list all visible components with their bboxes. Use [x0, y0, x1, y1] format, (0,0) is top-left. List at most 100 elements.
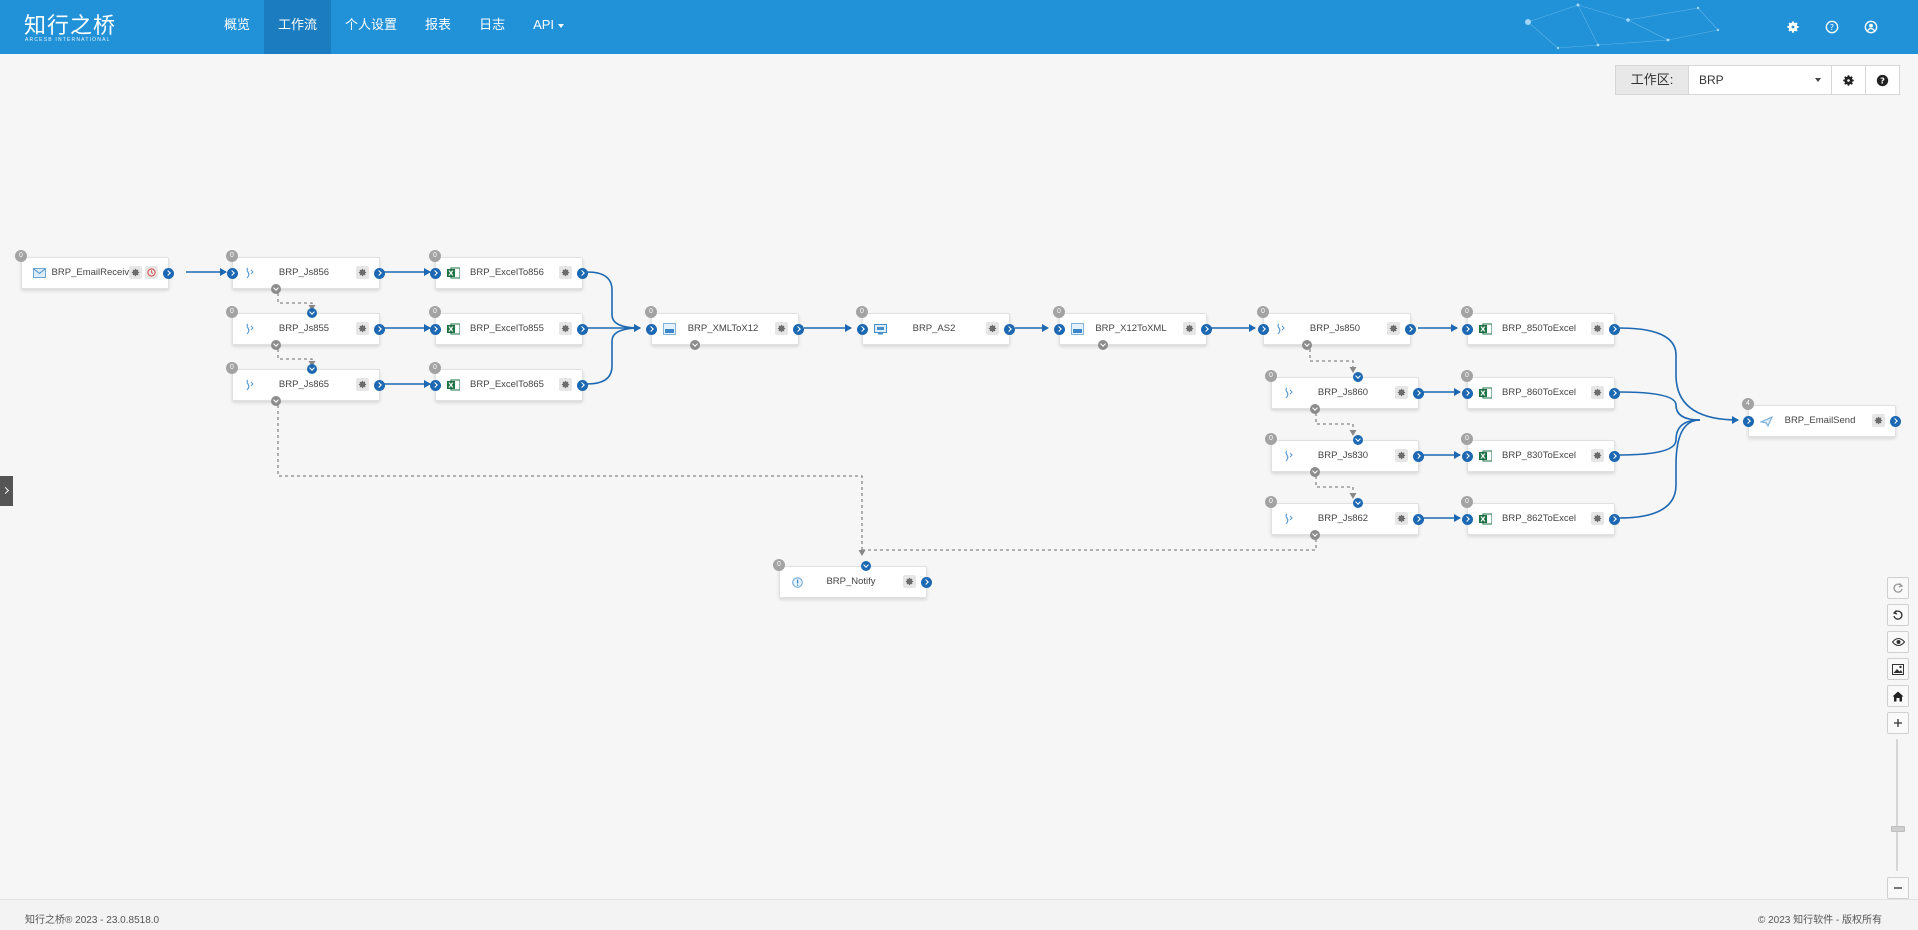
input-port[interactable]: [1462, 388, 1473, 399]
input-port[interactable]: [430, 324, 441, 335]
error-port[interactable]: [690, 340, 700, 350]
output-port[interactable]: [1609, 514, 1620, 525]
input-port[interactable]: [646, 324, 657, 335]
input-port[interactable]: [1054, 324, 1065, 335]
input-port[interactable]: [1462, 451, 1473, 462]
node-settings-button[interactable]: [1395, 512, 1408, 525]
error-input-port[interactable]: [1353, 498, 1363, 508]
schedule-clock-icon[interactable]: [145, 266, 158, 279]
error-port[interactable]: [271, 284, 281, 294]
node-settings-button[interactable]: [559, 322, 572, 335]
output-port[interactable]: [1609, 451, 1620, 462]
zoom-in-icon[interactable]: [1887, 712, 1909, 734]
input-port[interactable]: [430, 268, 441, 279]
node-settings-button[interactable]: [1395, 386, 1408, 399]
workflow-node[interactable]: 0 X BRP_850ToExcel: [1461, 306, 1620, 345]
error-port[interactable]: [1310, 467, 1320, 477]
error-port[interactable]: [1098, 340, 1108, 350]
node-settings-button[interactable]: [1591, 512, 1604, 525]
eye-icon[interactable]: [1887, 631, 1909, 653]
workflow-node[interactable]: 0 BRP_Notify: [773, 559, 932, 598]
input-port[interactable]: [430, 380, 441, 391]
node-settings-button[interactable]: [1591, 449, 1604, 462]
output-port[interactable]: [1413, 514, 1424, 525]
node-settings-button[interactable]: [1183, 322, 1196, 335]
output-port[interactable]: [1201, 324, 1212, 335]
workspace-help-button[interactable]: ?: [1866, 66, 1899, 94]
node-settings-button[interactable]: [1387, 322, 1400, 335]
output-port[interactable]: [577, 324, 588, 335]
nav-item-api[interactable]: API: [519, 0, 578, 54]
workflow-node[interactable]: 0 BRP_X12ToXML: [1053, 306, 1212, 350]
node-settings-button[interactable]: [559, 378, 572, 391]
nav-item-reports[interactable]: 报表: [425, 17, 452, 32]
workflow-node[interactable]: 0 X BRP_860ToExcel: [1461, 370, 1620, 409]
nav-item-overview[interactable]: 概览: [224, 17, 251, 32]
output-port[interactable]: [921, 577, 932, 588]
workflow-node[interactable]: 4 BRP_EmailSend: [1742, 398, 1901, 437]
error-port[interactable]: [1310, 530, 1320, 540]
workspace-settings-button[interactable]: [1832, 66, 1866, 94]
logo[interactable]: 知行之桥 ARCESB INTERNATIONAL: [24, 8, 116, 44]
error-port[interactable]: [271, 340, 281, 350]
node-settings-button[interactable]: [559, 266, 572, 279]
output-port[interactable]: [577, 380, 588, 391]
input-port[interactable]: [227, 268, 238, 279]
input-port[interactable]: [1462, 324, 1473, 335]
sidebar-toggle-button[interactable]: [0, 476, 13, 506]
workflow-node[interactable]: 0 BRP_Js850: [1257, 306, 1416, 350]
output-port[interactable]: [1004, 324, 1015, 335]
node-settings-button[interactable]: [775, 322, 788, 335]
output-port[interactable]: [374, 380, 385, 391]
nav-item-workflow[interactable]: 工作流: [264, 0, 332, 54]
nav-item-profile[interactable]: 个人设置: [345, 17, 398, 32]
error-input-port[interactable]: [307, 308, 317, 318]
input-port[interactable]: [1258, 324, 1269, 335]
node-settings-button[interactable]: [356, 378, 369, 391]
nav-item-logs[interactable]: 日志: [479, 17, 506, 32]
output-port[interactable]: [374, 268, 385, 279]
node-settings-button[interactable]: [1591, 322, 1604, 335]
error-input-port[interactable]: [1353, 435, 1363, 445]
input-port[interactable]: [857, 324, 868, 335]
workflow-node[interactable]: 0 X BRP_ExcelTo865: [429, 362, 588, 401]
node-settings-button[interactable]: [356, 266, 369, 279]
node-settings-button[interactable]: [1395, 449, 1408, 462]
workflow-node[interactable]: 0 BRP_EmailReceive: [15, 250, 174, 289]
output-port[interactable]: [1405, 324, 1416, 335]
zoom-slider[interactable]: [1887, 739, 1907, 871]
error-input-port[interactable]: [1353, 372, 1363, 382]
workflow-node[interactable]: 0 BRP_XMLToX12: [645, 306, 804, 350]
workflow-node[interactable]: 0 BRP_AS2: [856, 306, 1015, 345]
input-port[interactable]: [1743, 416, 1754, 427]
help-icon[interactable]: ?: [1821, 16, 1843, 38]
workflow-node[interactable]: 0 X BRP_862ToExcel: [1461, 496, 1620, 535]
node-settings-button[interactable]: [986, 322, 999, 335]
zoom-out-icon[interactable]: [1887, 877, 1909, 899]
home-icon[interactable]: [1887, 685, 1909, 707]
output-port[interactable]: [1413, 451, 1424, 462]
output-port[interactable]: [374, 324, 385, 335]
workflow-canvas[interactable]: 0 BRP_EmailReceive 0 BRP_Js856 0 BRP_Js8…: [0, 55, 1918, 900]
settings-icon[interactable]: [1782, 16, 1804, 38]
output-port[interactable]: [577, 268, 588, 279]
redo-icon[interactable]: [1887, 577, 1909, 599]
workflow-node[interactable]: 0 X BRP_ExcelTo855: [429, 306, 588, 345]
workspace-dropdown[interactable]: BRP: [1689, 66, 1832, 94]
error-input-port[interactable]: [307, 364, 317, 374]
workflow-node[interactable]: 0 BRP_Js865: [226, 362, 385, 406]
error-port[interactable]: [271, 396, 281, 406]
error-input-port[interactable]: [861, 561, 871, 571]
input-port[interactable]: [1462, 514, 1473, 525]
error-port[interactable]: [1302, 340, 1312, 350]
node-settings-button[interactable]: [129, 266, 142, 279]
output-port[interactable]: [163, 268, 174, 279]
output-port[interactable]: [1609, 388, 1620, 399]
workflow-node[interactable]: 0 BRP_Js855: [226, 306, 385, 350]
output-port[interactable]: [1413, 388, 1424, 399]
user-icon[interactable]: [1860, 16, 1882, 38]
output-port[interactable]: [793, 324, 804, 335]
workflow-node[interactable]: 0 BRP_Js830: [1265, 433, 1424, 477]
error-port[interactable]: [1310, 404, 1320, 414]
node-settings-button[interactable]: [1872, 414, 1885, 427]
